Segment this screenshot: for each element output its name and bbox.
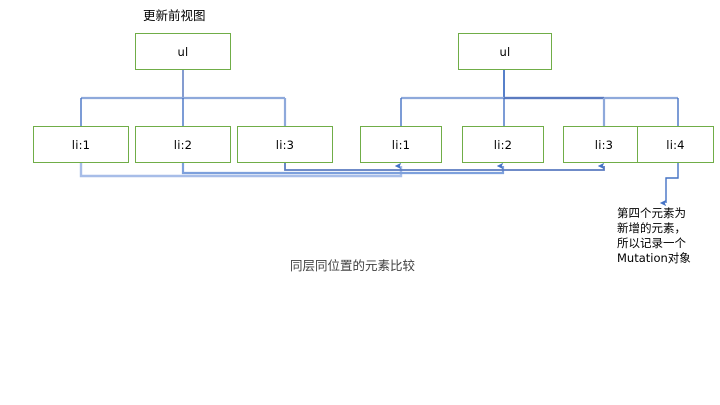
left-tree-node-li-2[interactable]: li:2 (135, 126, 231, 163)
right-tree-connectors (400, 70, 679, 126)
right-tree-node-li-1[interactable]: li:1 (360, 126, 442, 163)
left-tree-node-li-1[interactable]: li:1 (33, 126, 129, 163)
left-tree-node-li-3[interactable]: li:3 (237, 126, 333, 163)
annotation-pointer (666, 163, 679, 203)
right-tree-root-ul[interactable]: ul (458, 33, 552, 70)
comparison-arrows (79, 163, 605, 178)
diagram-title: 更新前视图 (143, 8, 206, 23)
right-tree-node-li-3[interactable]: li:3 (563, 126, 645, 163)
right-tree-node-li-4[interactable]: li:4 (637, 126, 714, 163)
comparison-caption: 同层同位置的元素比较 (290, 258, 416, 273)
left-tree-root-ul[interactable]: ul (135, 33, 231, 70)
mutation-annotation: 第四个元素为 新增的元素， 所以记录一个 Mutation对象 (617, 206, 691, 265)
right-tree-node-li-2[interactable]: li:2 (462, 126, 544, 163)
left-tree-connectors (80, 70, 287, 126)
